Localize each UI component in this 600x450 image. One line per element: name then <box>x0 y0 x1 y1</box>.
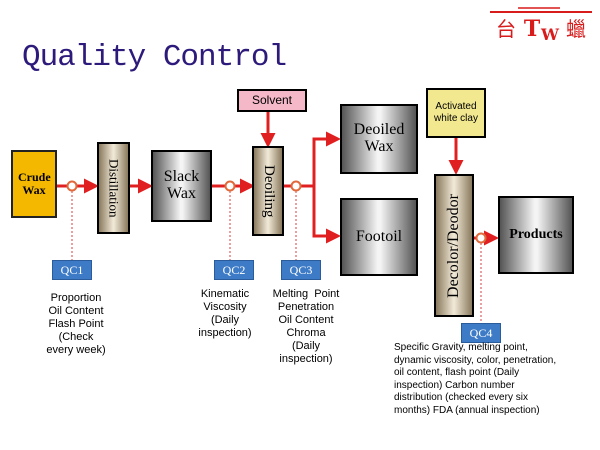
node-products: Products <box>498 196 574 274</box>
logo-char-3: 蠟 <box>566 17 586 41</box>
qc-label-1: QC1 <box>52 260 92 280</box>
qc-label-3: QC3 <box>281 260 321 280</box>
qc-point-1 <box>66 180 78 192</box>
logo-char-2: W <box>540 25 560 44</box>
qc4-notes: Specific Gravity, melting point, dynamic… <box>394 342 557 416</box>
node-crude-wax: Crude Wax <box>11 150 57 218</box>
arrow-deoiling-deoiled <box>284 131 341 188</box>
arrow-deoiling-footoil <box>312 186 341 244</box>
qc-point-4 <box>475 232 487 244</box>
qc-point-2 <box>224 180 236 192</box>
node-decolor-deodor: Decolor/Deodor <box>434 174 474 317</box>
company-logo: 台 T W 蠟 <box>490 7 592 44</box>
node-deoiled-wax: Deoiled Wax <box>340 104 418 174</box>
node-distillation: Distillation <box>97 142 130 234</box>
qc-label-2: QC2 <box>214 260 254 280</box>
qc-point-3 <box>290 180 302 192</box>
qc1-notes: Proportion Oil Content Flash Point (Chec… <box>46 292 106 356</box>
node-footoil: Footoil <box>340 198 418 276</box>
page-title: Quality Control <box>22 40 287 75</box>
qc2-notes: Kinematic Viscosity (Daily inspection) <box>198 288 252 339</box>
node-activated-clay: Activated white clay <box>426 88 486 138</box>
node-deoiling: Deoiling <box>252 146 284 236</box>
qc3-notes: Melting Point Penetration Oil Content Ch… <box>272 288 340 365</box>
logo-char-1: T <box>524 16 541 42</box>
node-solvent: Solvent <box>237 89 307 112</box>
logo-char-0: 台 <box>496 17 516 41</box>
qc-label-4: QC4 <box>461 323 501 343</box>
node-slack-wax: Slack Wax <box>151 150 212 222</box>
